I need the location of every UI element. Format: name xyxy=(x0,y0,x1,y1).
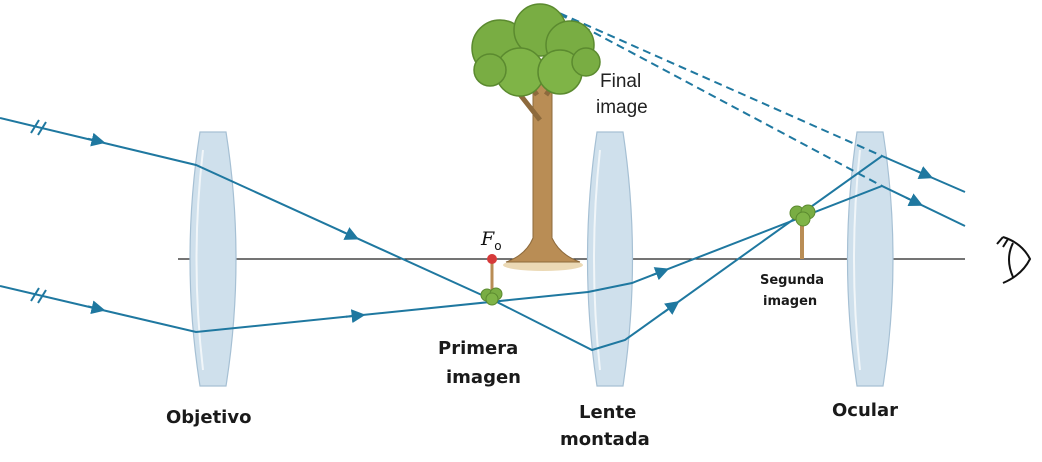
final-image-tree xyxy=(471,3,601,271)
objective-label: Objetivo xyxy=(166,407,251,428)
focal-point-marker xyxy=(487,254,497,264)
eyepiece-label: Ocular xyxy=(832,400,898,421)
first-image-label-line1: Primera xyxy=(438,338,518,359)
virtual-ray-lower xyxy=(547,7,883,187)
virtual-ray-upper xyxy=(547,7,883,157)
objective-lens xyxy=(189,131,237,387)
eye-icon xyxy=(996,236,1032,284)
erecting-lens-label-line1: Lente xyxy=(579,402,636,423)
second-image-label-line1: Segunda xyxy=(760,273,824,288)
final-image-label-line1: Final xyxy=(600,71,641,92)
first-image-label-line2: imagen xyxy=(446,367,521,388)
second-image-tree xyxy=(789,204,816,259)
focal-point-label: Fo xyxy=(480,228,502,253)
ray-break-marks xyxy=(30,119,47,304)
erecting-lens xyxy=(586,131,634,387)
second-image-label-line2: imagen xyxy=(763,294,817,309)
erecting-lens-label-line2: montada xyxy=(560,429,650,450)
final-image-label-line2: image xyxy=(596,97,648,118)
first-image-tree xyxy=(480,262,503,306)
ray-lower xyxy=(0,184,966,334)
ray-upper xyxy=(0,117,966,352)
